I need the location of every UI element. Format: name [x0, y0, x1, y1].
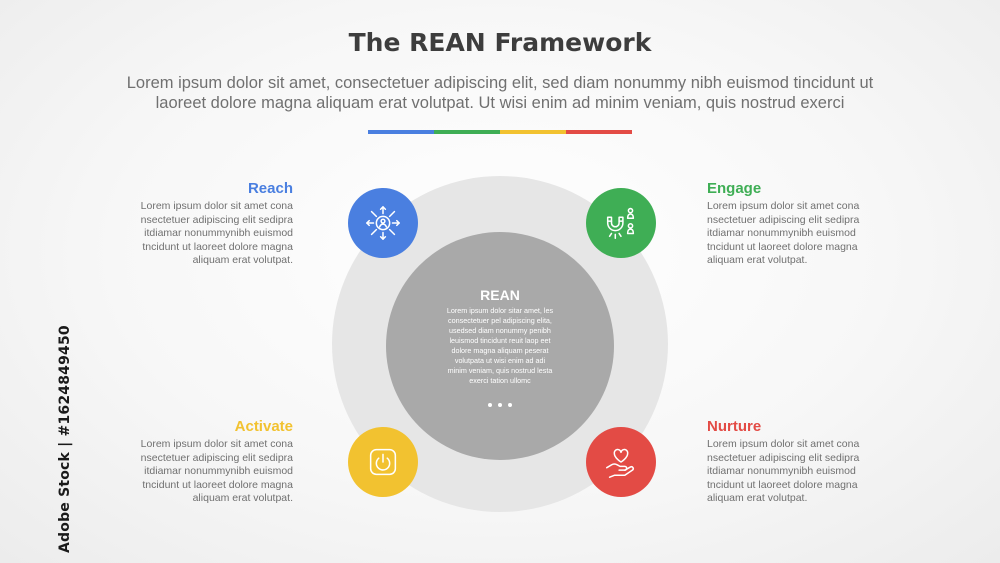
color-divider — [368, 130, 632, 134]
reach-icon-circle — [348, 188, 418, 258]
engage-icon-circle — [586, 188, 656, 258]
reach-description: Lorem ipsum dolor sit amet cona nsectetu… — [140, 200, 293, 266]
nurture-icon-circle — [586, 427, 656, 497]
network-person-icon — [366, 206, 400, 240]
center-circle — [386, 232, 614, 460]
hand-heart-icon — [605, 448, 634, 478]
stock-watermark: Adobe Stock | #1624849450 — [57, 325, 73, 553]
power-button-icon — [369, 448, 397, 476]
activate-block: Activate Lorem ipsum dolor sit amet cona… — [113, 418, 293, 506]
engage-heading: Engage — [707, 180, 762, 197]
nurture-heading: Nurture — [707, 418, 762, 435]
ellipsis-dots — [480, 403, 520, 407]
nurture-description: Lorem ipsum dolor sit amet cona nsectetu… — [707, 438, 860, 504]
reach-block: Reach Lorem ipsum dolor sit amet cona ns… — [113, 180, 293, 268]
engage-description: Lorem ipsum dolor sit amet cona nsectetu… — [707, 200, 860, 266]
subtitle-line-1: Lorem ipsum dolor sit amet, consectetuer… — [126, 74, 874, 92]
magnet-people-icon — [606, 207, 635, 239]
divider-segment-green — [434, 130, 500, 134]
nurture-block: Nurture Lorem ipsum dolor sit amet cona … — [707, 418, 887, 506]
divider-segment-yellow — [500, 130, 566, 134]
page-title: The REAN Framework — [348, 28, 652, 57]
page-subtitle: Lorem ipsum dolor sit amet, consectetuer… — [60, 73, 940, 113]
activate-description: Lorem ipsum dolor sit amet cona nsectetu… — [140, 438, 293, 504]
divider-segment-blue — [368, 130, 434, 134]
activate-heading: Activate — [234, 418, 293, 435]
engage-block: Engage Lorem ipsum dolor sit amet cona n… — [707, 180, 887, 268]
subtitle-line-2: laoreet dolore magna aliquam erat volutp… — [155, 94, 845, 112]
reach-heading: Reach — [247, 180, 293, 197]
center-title: REAN — [480, 287, 520, 303]
divider-segment-red — [566, 130, 632, 134]
center-description: Lorem ipsum dolor sitar amet, les consec… — [446, 306, 554, 385]
activate-icon-circle — [348, 427, 418, 497]
